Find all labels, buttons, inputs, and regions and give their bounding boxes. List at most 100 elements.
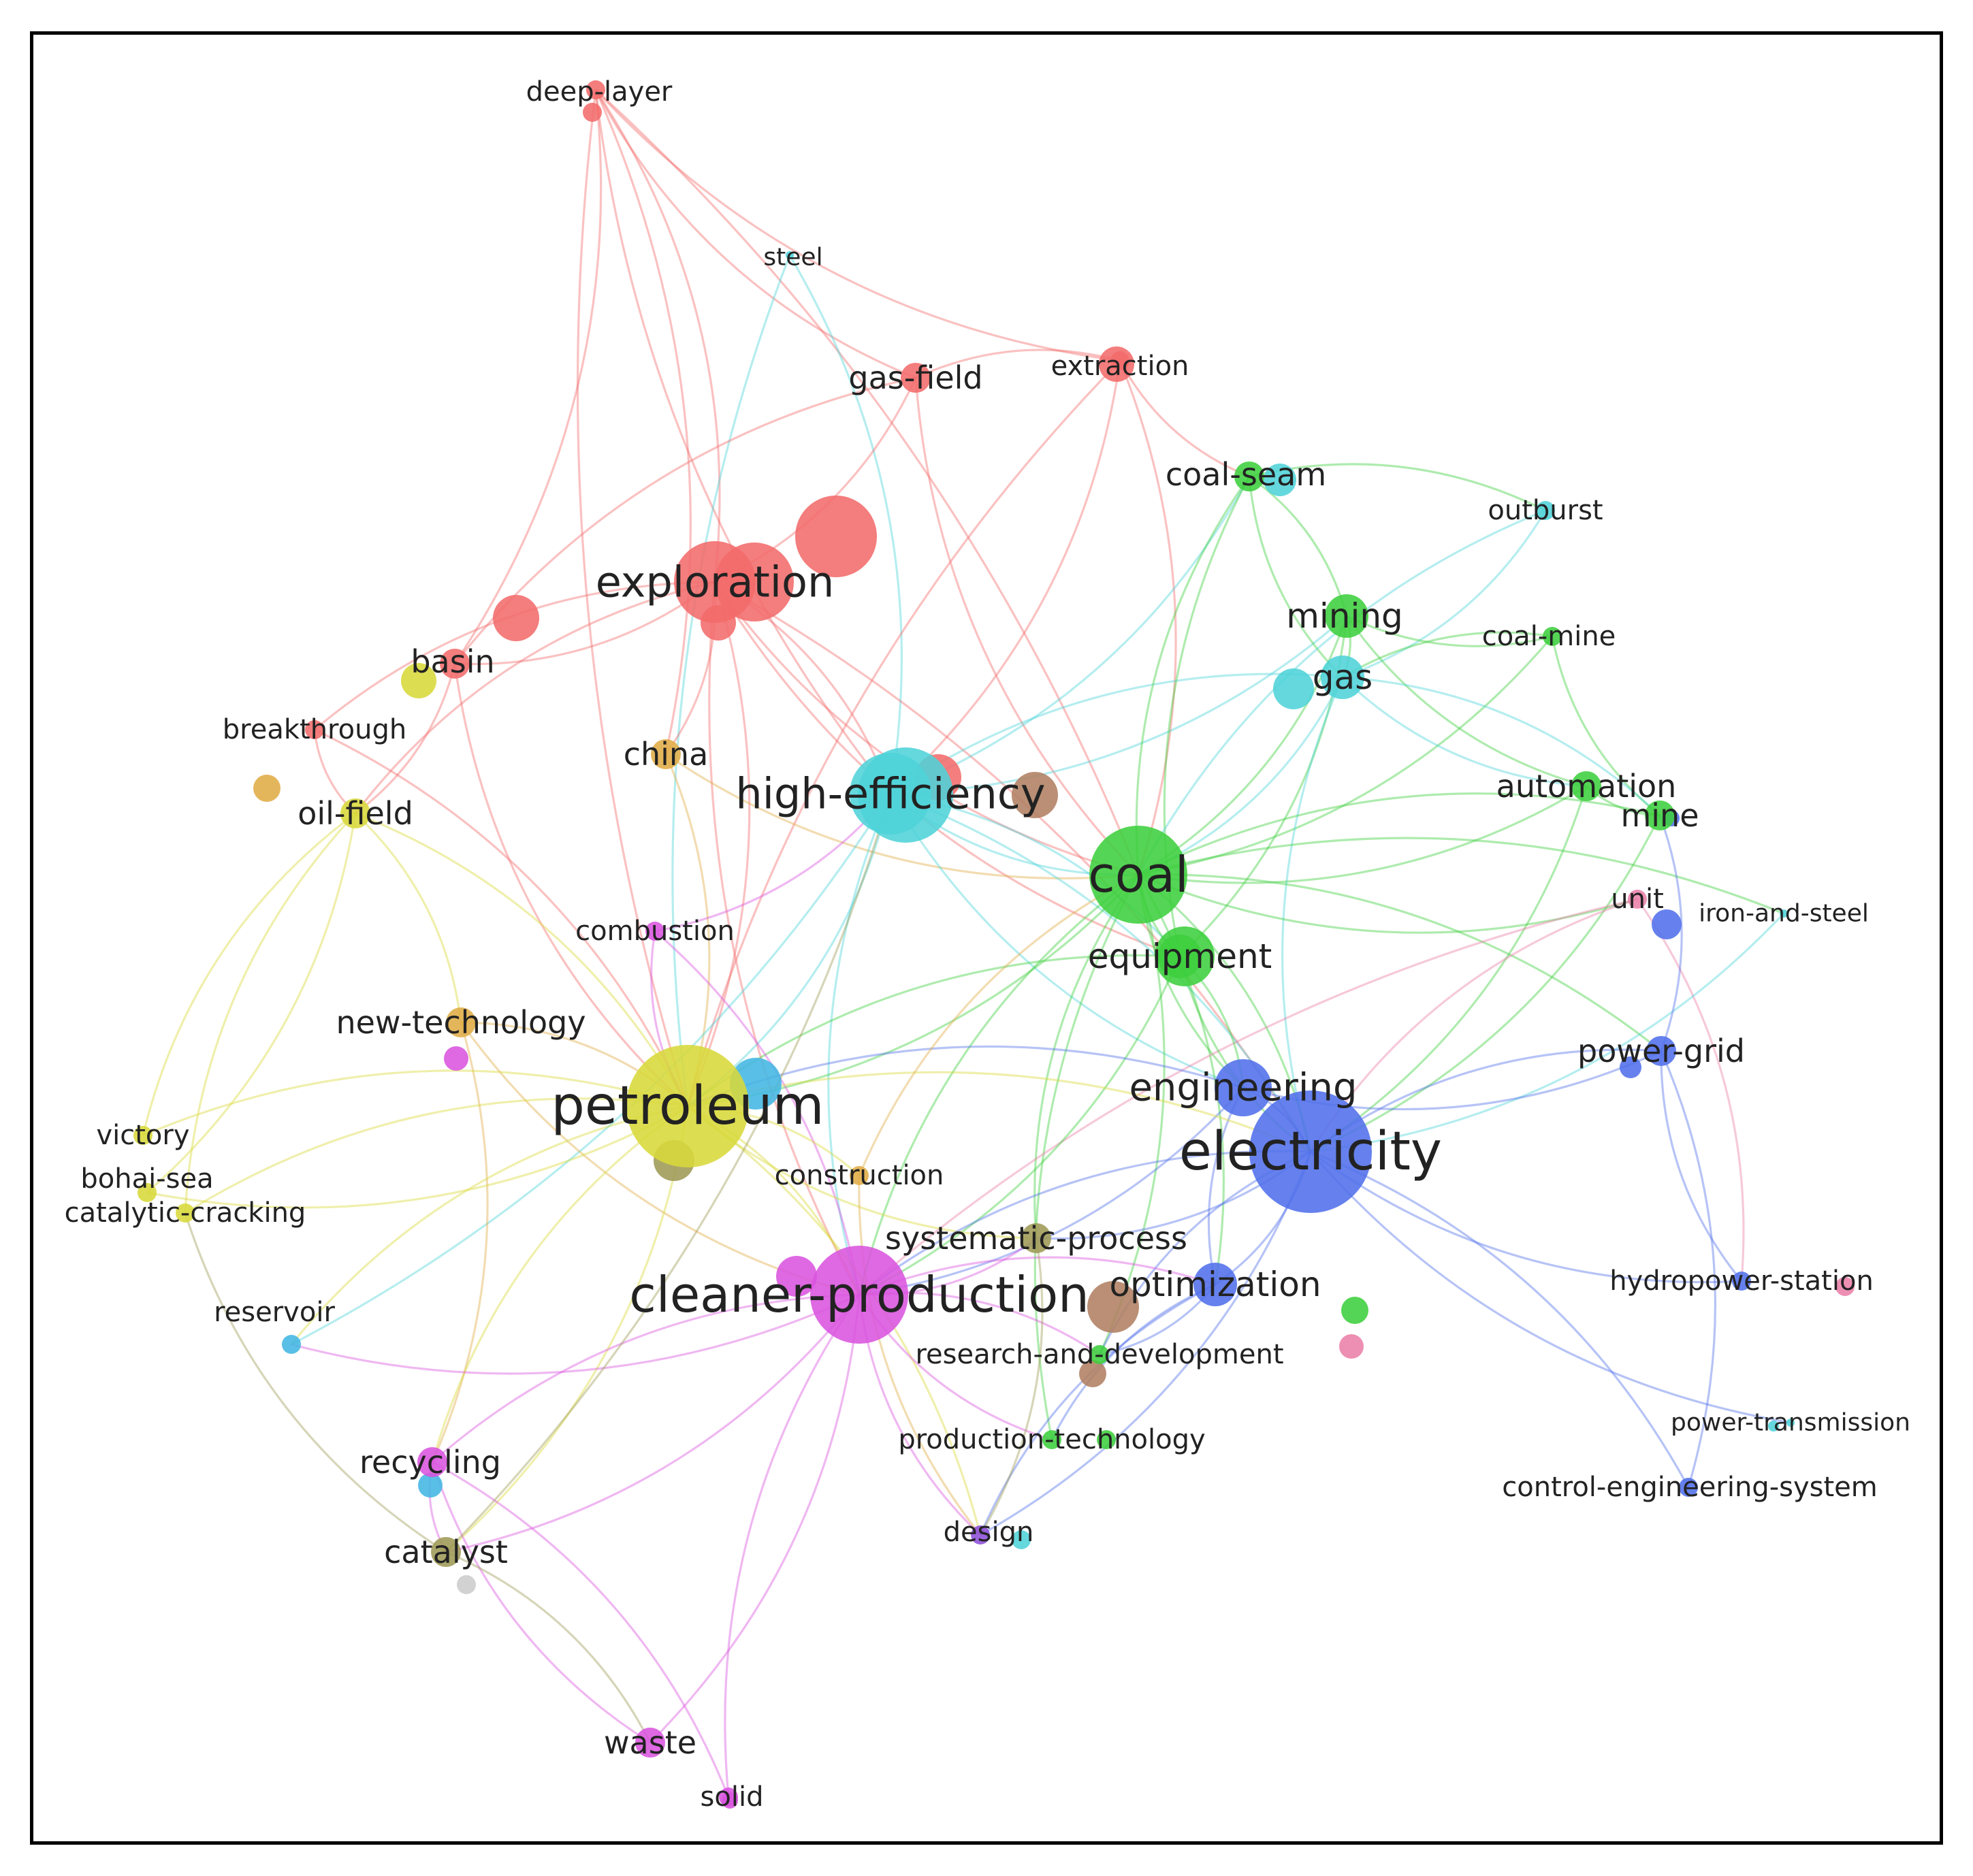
- node-mine[interactable]: [1645, 800, 1675, 830]
- edge-catalyst-high-efficiency: [445, 793, 892, 1553]
- node-coal-mine[interactable]: [1543, 627, 1562, 646]
- edge-coal-optimization: [1137, 874, 1225, 1285]
- node-coal-seam[interactable]: [1234, 462, 1264, 491]
- node-optimization[interactable]: [1193, 1263, 1237, 1306]
- node-control-engineering-system[interactable]: [1679, 1478, 1698, 1497]
- edge-coal-seam-coal: [1135, 476, 1251, 875]
- label-iron-and-steel: iron-and-steel: [1699, 900, 1869, 928]
- label-extraction: extraction: [1051, 351, 1189, 382]
- edge-coal-iron-and-steel: [1138, 837, 1784, 915]
- label-reservoir: reservoir: [214, 1297, 335, 1328]
- cluster-dot-28: [457, 1575, 476, 1594]
- edge-exploration-oil-field: [354, 581, 716, 814]
- node-catalyst[interactable]: [431, 1537, 461, 1567]
- node-equipment[interactable]: [1158, 935, 1202, 978]
- label-waste: waste: [604, 1724, 696, 1761]
- node-solid[interactable]: [719, 1788, 738, 1807]
- node-new-technology[interactable]: [446, 1007, 476, 1037]
- cluster-dot-7: [1012, 772, 1058, 818]
- edge-outburst-gas: [1342, 510, 1547, 679]
- cluster-dot-15: [1273, 668, 1314, 709]
- label-deep-layer: deep-layer: [526, 76, 673, 108]
- node-automation[interactable]: [1571, 771, 1601, 801]
- node-hydropower-station[interactable]: [1732, 1272, 1751, 1291]
- edge-unit-cleaner-production: [858, 898, 1638, 1296]
- edge-coal-production-technology: [1033, 874, 1140, 1440]
- edge-unit-hydropower-station: [1636, 899, 1745, 1282]
- node-production-technology[interactable]: [1042, 1430, 1061, 1449]
- node-cleaner-production[interactable]: [810, 1246, 908, 1344]
- node-iron-and-steel[interactable]: [1780, 909, 1788, 918]
- edge-coal-mine-mine: [1551, 636, 1661, 817]
- cluster-dot-2: [795, 496, 877, 577]
- node-outburst[interactable]: [1536, 501, 1555, 520]
- node-high-efficiency[interactable]: [850, 753, 931, 835]
- node-deep-layer[interactable]: [586, 80, 605, 99]
- node-combustion[interactable]: [645, 922, 664, 941]
- label-recycling: recycling: [359, 1444, 501, 1481]
- label-gas-field: gas-field: [848, 359, 982, 396]
- edge-coal-seam-gas: [1248, 476, 1344, 679]
- cluster-dot-24: [1097, 1430, 1116, 1449]
- edge-steel-petroleum: [671, 255, 791, 1107]
- label-exploration: exploration: [596, 557, 835, 607]
- edge-basin-oil-field: [355, 663, 456, 815]
- edge-coal-mine-coal: [1138, 635, 1554, 876]
- node-engineering[interactable]: [1215, 1059, 1272, 1116]
- node-bohai-sea[interactable]: [138, 1183, 157, 1202]
- edge-extraction-coal: [1119, 360, 1177, 875]
- node-power-grid[interactable]: [1646, 1036, 1676, 1066]
- edge-exploration-cleaner-production: [708, 581, 861, 1295]
- node-china[interactable]: [651, 739, 681, 769]
- label-automation: automation: [1496, 768, 1677, 805]
- node-gas[interactable]: [1321, 656, 1364, 699]
- label-electricity: electricity: [1179, 1121, 1442, 1182]
- edge-deep-layer-exploration: [594, 89, 721, 583]
- cluster-dot-13: [776, 1256, 817, 1297]
- label-petroleum: petroleum: [551, 1076, 824, 1137]
- node-exploration[interactable]: [674, 541, 756, 623]
- edge-gas-automation: [1341, 676, 1587, 788]
- edge-iron-and-steel-electricity: [1310, 912, 1785, 1153]
- edge-deep-layer-extraction: [594, 88, 1121, 362]
- node-recycling[interactable]: [417, 1447, 447, 1477]
- node-unit[interactable]: [1628, 890, 1647, 909]
- node-reservoir[interactable]: [282, 1335, 301, 1354]
- node-basin[interactable]: [440, 649, 470, 679]
- edge-mine-electricity: [1310, 815, 1661, 1153]
- node-design[interactable]: [971, 1525, 990, 1545]
- node-systematic-process[interactable]: [1021, 1223, 1051, 1253]
- node-oil-field[interactable]: [340, 798, 370, 828]
- cluster-dot-9: [401, 663, 436, 698]
- cluster-dot-26: [1012, 1530, 1031, 1549]
- node-catalytic-cracking[interactable]: [176, 1203, 195, 1223]
- label-mine: mine: [1620, 797, 1699, 834]
- cluster-dot-30: [444, 1046, 468, 1071]
- node-waste[interactable]: [635, 1728, 665, 1758]
- node-victory[interactable]: [133, 1126, 153, 1145]
- edge-construction-design: [858, 1175, 982, 1536]
- node-coal[interactable]: [1089, 826, 1187, 924]
- cluster-dot-0: [583, 103, 602, 122]
- node-steel[interactable]: [786, 251, 794, 259]
- node-gas-field[interactable]: [901, 363, 931, 393]
- label-construction: construction: [775, 1160, 944, 1191]
- edge-oil-field-new-technology: [354, 812, 462, 1023]
- cluster-dot-31: [1768, 1421, 1779, 1432]
- edge-new-technology-recycling: [431, 1022, 489, 1463]
- node-mining[interactable]: [1325, 594, 1368, 638]
- label-oil-field: oil-field: [298, 795, 413, 832]
- edge-mine-coal: [1138, 792, 1661, 876]
- node-breakthrough[interactable]: [305, 720, 324, 739]
- edge-high-efficiency-mining: [890, 615, 1348, 795]
- node-electricity[interactable]: [1249, 1090, 1372, 1213]
- edge-petroleum-recycling: [431, 1105, 688, 1463]
- label-combustion: combustion: [575, 916, 735, 947]
- label-cleaner-production: cleaner-production: [629, 1266, 1089, 1323]
- node-extraction[interactable]: [1110, 351, 1129, 370]
- node-petroleum[interactable]: [626, 1045, 749, 1167]
- node-power-transmission[interactable]: [1786, 1419, 1795, 1427]
- node-construction[interactable]: [850, 1166, 869, 1185]
- node-research-and-development[interactable]: [1090, 1345, 1109, 1364]
